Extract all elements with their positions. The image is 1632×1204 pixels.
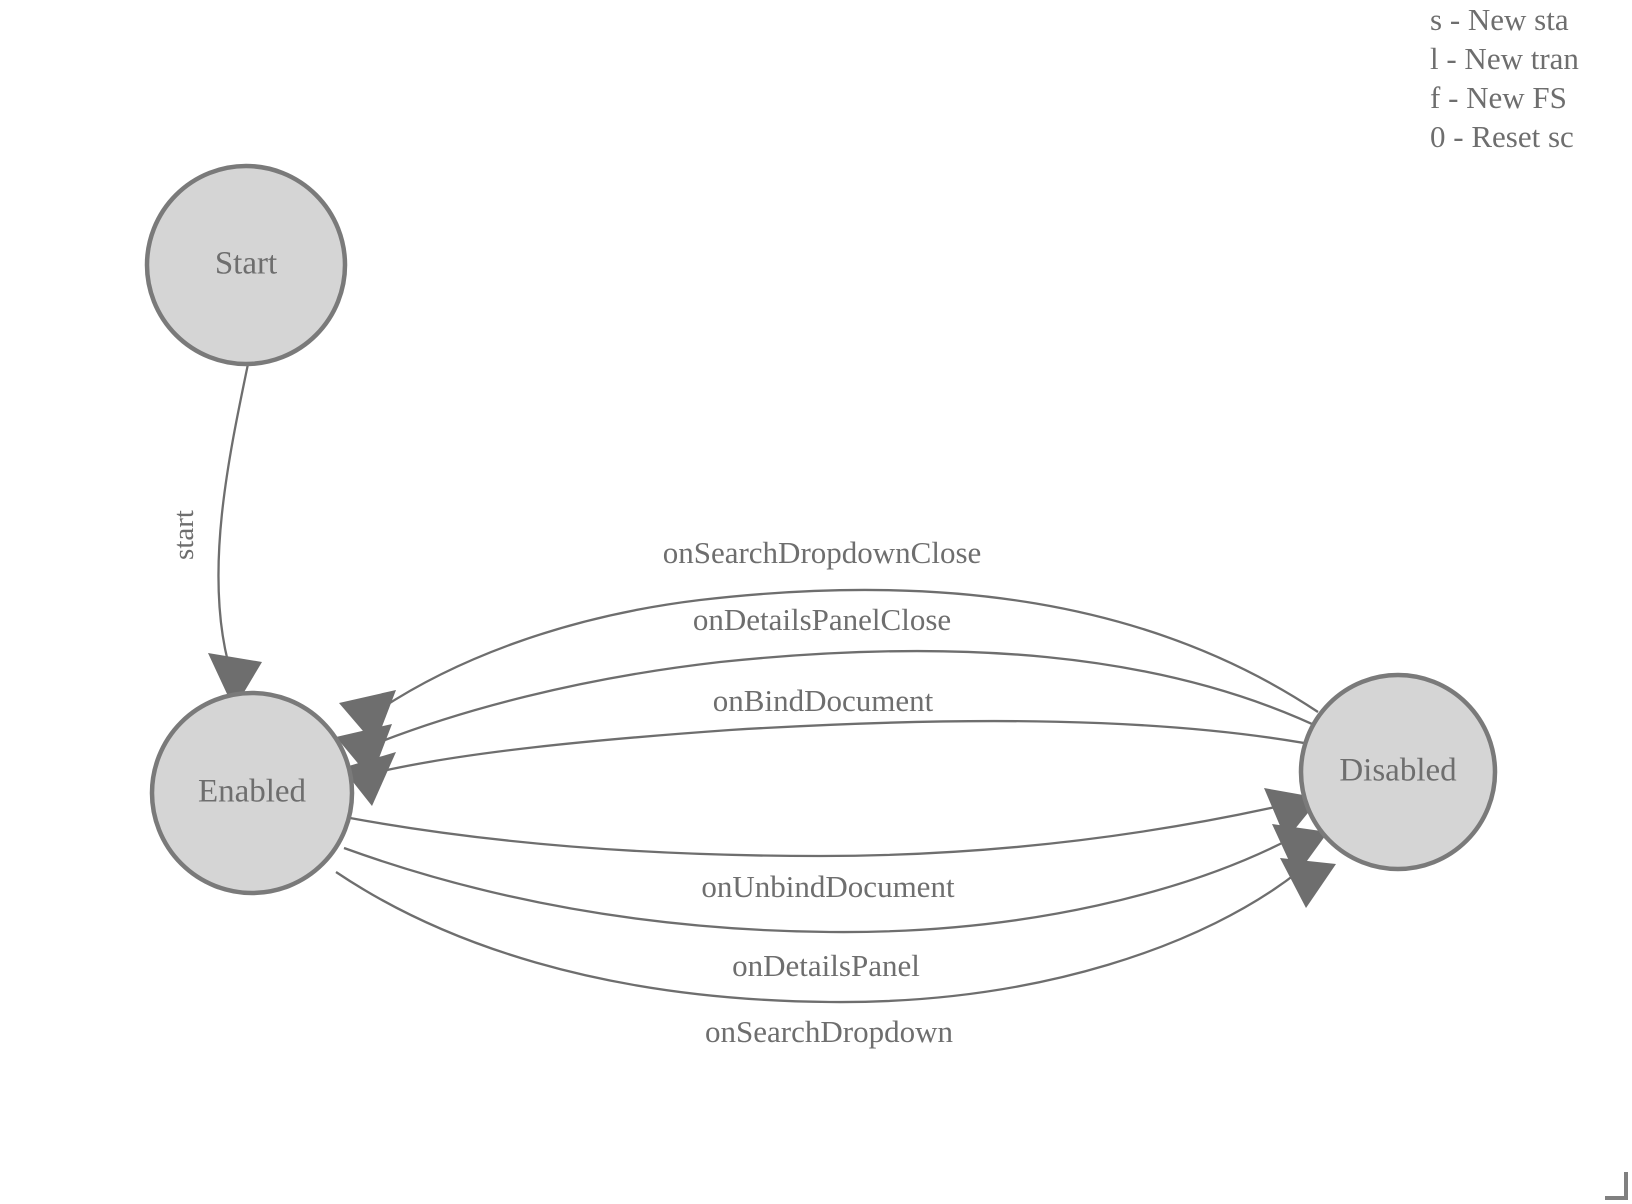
- edge-path-ondetailspanel: [343, 838, 1289, 934]
- node-enabled-circle: [149, 690, 355, 896]
- keyboard-shortcuts-legend: s - New sta l - New tran f - New FS 0 - …: [1430, 0, 1632, 156]
- edge-start-to-enabled[interactable]: [208, 363, 262, 709]
- node-enabled[interactable]: Enabled: [149, 690, 355, 896]
- edge-path-onunbinddocument: [349, 804, 1281, 858]
- edge-label-onsearchdropdown: onSearchDropdown: [705, 1014, 953, 1049]
- legend-line-new-transition: l - New tran: [1430, 41, 1579, 76]
- node-enabled-label: Enabled: [198, 774, 307, 810]
- edge-label-onunbinddocument: onUnbindDocument: [701, 869, 955, 904]
- edge-onunbinddocument[interactable]: [349, 788, 1320, 858]
- edge-path-onsearchdropdown: [335, 871, 1299, 1004]
- node-disabled-label: Disabled: [1339, 753, 1457, 789]
- arrowhead-start-to-enabled: [208, 653, 262, 709]
- edge-onsearchdropdownclose[interactable]: [339, 588, 1319, 745]
- corner-mark-vertical: [1624, 1172, 1628, 1200]
- legend-line-reset: 0 - Reset sc: [1430, 119, 1574, 154]
- edge-path-onbinddocument: [377, 719, 1332, 774]
- edge-ondetailspanelclose[interactable]: [336, 649, 1328, 779]
- edge-ondetailspanel[interactable]: [343, 824, 1328, 934]
- node-start-circle: [144, 163, 348, 367]
- legend-line-new-state: s - New sta: [1430, 2, 1569, 37]
- edge-label-ondetailspanelclose: onDetailsPanelClose: [693, 602, 951, 637]
- edge-onsearchdropdown[interactable]: [335, 858, 1336, 1004]
- edge-path-start: [217, 363, 250, 663]
- edge-label-ondetailspanel: onDetailsPanel: [732, 948, 920, 983]
- arrowhead-ondetailspanelclose: [336, 724, 392, 779]
- arrowhead-onsearchdropdown: [1280, 858, 1336, 908]
- edge-onbinddocument[interactable]: [342, 719, 1332, 806]
- arrowhead-onsearchdropdownclose: [339, 690, 396, 745]
- edge-path-ondetailspanelclose: [371, 649, 1328, 747]
- edge-label-onbinddocument: onBindDocument: [713, 683, 934, 718]
- node-start-label: Start: [215, 246, 277, 282]
- edge-label-onsearchdropdownclose: onSearchDropdownClose: [663, 535, 982, 570]
- node-disabled[interactable]: Disabled: [1298, 672, 1498, 872]
- node-start[interactable]: Start: [144, 163, 348, 367]
- legend-line-new-fsm: f - New FS: [1430, 80, 1567, 115]
- arrowhead-ondetailspanel: [1272, 824, 1328, 876]
- edge-path-onsearchdropdownclose: [375, 588, 1319, 713]
- corner-mark-horizontal: [1605, 1196, 1627, 1200]
- edge-label-start: start: [168, 510, 200, 560]
- arrowhead-onbinddocument: [342, 752, 396, 806]
- node-disabled-circle: [1298, 672, 1498, 872]
